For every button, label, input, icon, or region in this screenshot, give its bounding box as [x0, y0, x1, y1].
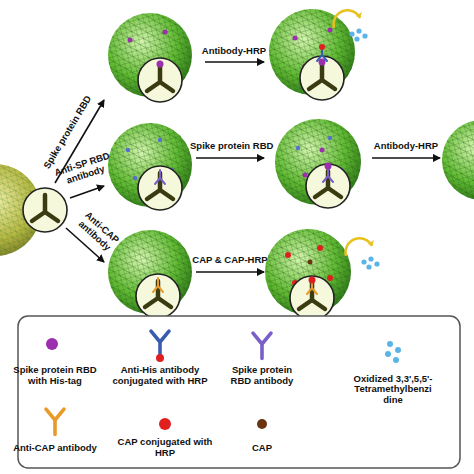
branch-arrows-part: [70, 186, 104, 198]
middle-row: [108, 119, 474, 210]
bottom-row-part: [196, 271, 264, 273]
legend-text: Anti-CAP antibody: [10, 443, 100, 454]
arrow-label: Antibody-HRP: [194, 46, 274, 57]
top-row-part: [328, 28, 333, 33]
middle-row-part: [303, 173, 308, 178]
top-row-part: [128, 38, 133, 43]
middle-row-part: [126, 148, 130, 152]
top-row-part: [300, 56, 344, 100]
middle-row-part: [323, 168, 333, 182]
arrow-label: Spike protein RBD: [190, 141, 270, 152]
legend-text: CAP: [222, 443, 302, 454]
legend-box-part-part: [151, 331, 169, 356]
top-row-part: [157, 61, 164, 68]
legend-box-part: [387, 341, 393, 347]
legend-text: Spike protein RBD antibody: [221, 365, 303, 387]
top-row: [108, 9, 368, 102]
legend-box-part: [46, 409, 64, 434]
bottom-row-part: [308, 260, 313, 265]
legend-box-part: [46, 338, 58, 350]
legend-box-part: [253, 333, 271, 358]
arrow-label: CAP & CAP-HRP: [190, 255, 270, 266]
legend-box-part: [156, 354, 164, 362]
legend-box-part-part: [46, 409, 64, 434]
top-row-part: [334, 10, 368, 41]
legend-box-part: [393, 357, 399, 363]
middle-row-part: [325, 163, 332, 170]
legend-text: Oxidized 3,3',5,5'- Tetramethylbenzi din…: [353, 374, 433, 407]
middle-row-part: [442, 120, 474, 200]
arrow-label: Anti-CAP antibody: [68, 203, 129, 261]
legend-box-part: [151, 331, 169, 356]
bottom-row-part: [285, 252, 291, 258]
bottom-row: [108, 229, 380, 320]
bottom-row-part: [153, 278, 163, 292]
bottom-row-part: [317, 245, 323, 251]
middle-row-part: [372, 157, 440, 159]
top-row-part: [319, 44, 325, 50]
legend-text: Spike protein RBD with His-tag: [10, 365, 100, 387]
middle-row-part: [306, 164, 350, 208]
middle-row-part: [133, 176, 137, 180]
middle-row-part: [158, 138, 162, 142]
middle-row-part: [296, 146, 300, 150]
middle-row-part: [155, 170, 165, 184]
bottom-row-part: [346, 238, 380, 269]
legend-box-part: [159, 418, 171, 430]
bottom-row-part: [327, 275, 333, 281]
top-row-part: [293, 36, 298, 41]
legend-box-part-part: [253, 333, 271, 358]
legend-box-part: [385, 351, 391, 357]
middle-row-part: [328, 136, 332, 140]
middle-row-part: [196, 157, 264, 159]
bare-sphere-part: [23, 188, 67, 232]
legend-text: CAP conjugated with HRP: [115, 437, 215, 459]
top-row-part: [205, 61, 264, 63]
bottom-row-part: [136, 274, 180, 318]
top-row-part: [138, 58, 182, 102]
bottom-row-part: [290, 276, 334, 320]
middle-row-part: [442, 120, 474, 200]
arrow-label: Anti-SP RBD antibody: [51, 150, 117, 190]
middle-row-part: [138, 166, 182, 210]
bottom-row-part: [309, 277, 316, 284]
arrow-label: Antibody-HRP: [366, 141, 446, 152]
legend-text: Anti-His antibody conjugated with HRP: [110, 365, 210, 387]
legend-box-part: [395, 347, 401, 353]
top-row-part: [163, 30, 168, 35]
legend-box-part: [257, 419, 267, 429]
middle-row-part: [320, 148, 325, 153]
top-row-part: [319, 59, 326, 66]
